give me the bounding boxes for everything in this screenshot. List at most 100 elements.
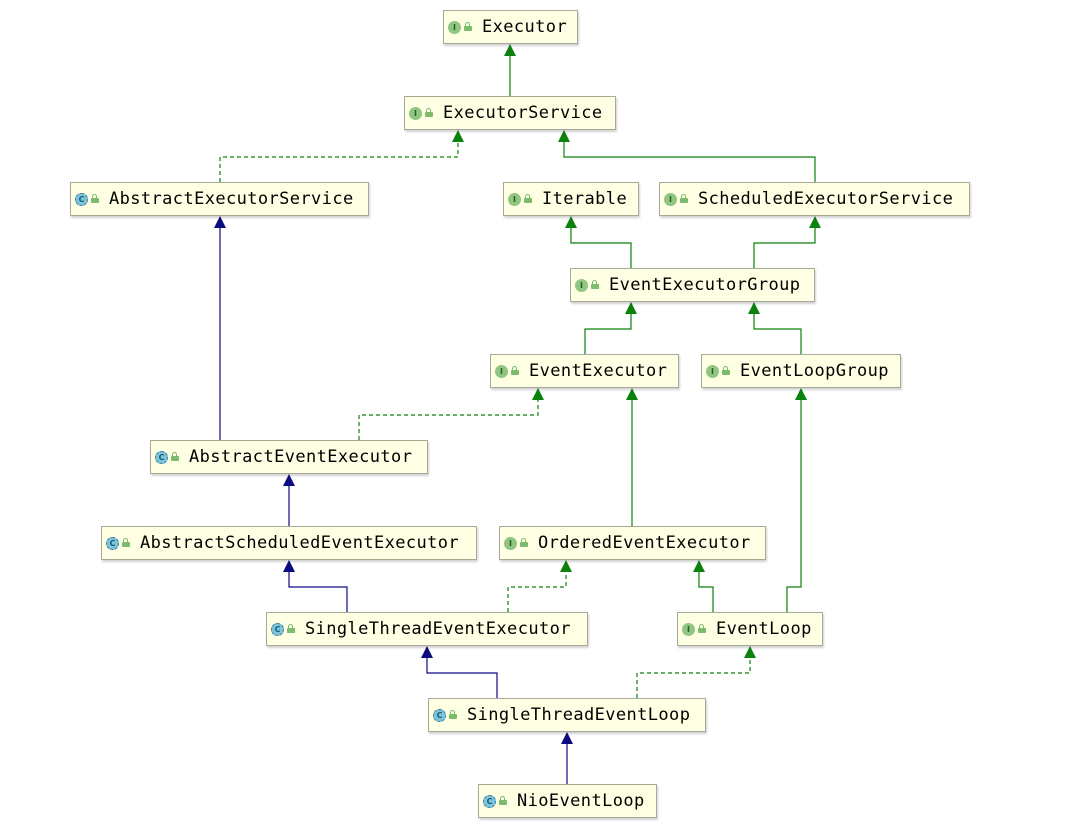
node-label: NioEventLoop — [517, 791, 645, 811]
edge-arrowhead — [626, 388, 638, 400]
public-lock-icon — [722, 365, 730, 375]
edge-abstract-event-executor-to-abstract-executor-service — [214, 216, 226, 440]
node-label: ExecutorService — [443, 103, 603, 123]
edge-single-thread-event-loop-to-single-thread-event-executor — [421, 646, 498, 698]
abstract-class-icon: C — [433, 708, 446, 722]
edge-event-executor-group-to-iterable — [565, 216, 632, 268]
public-lock-icon — [511, 365, 519, 375]
node-label: ScheduledExecutorService — [698, 189, 954, 209]
edge-arrowhead — [693, 560, 705, 572]
edge-arrowhead — [744, 646, 756, 658]
node-event-executor-group[interactable]: I EventExecutorGroup — [570, 268, 815, 302]
public-lock-icon — [464, 21, 472, 31]
interface-icon: I — [504, 536, 517, 550]
node-label: Iterable — [542, 189, 628, 209]
node-label: SingleThreadEventLoop — [467, 705, 691, 725]
edge-ordered-event-executor-to-event-executor — [626, 388, 638, 526]
edge-arrowhead — [561, 732, 573, 744]
node-iterable[interactable]: I Iterable — [503, 182, 639, 216]
edge-arrowhead — [283, 560, 295, 572]
edge-executor-service-to-executor — [504, 44, 516, 96]
edge-abstract-executor-service-to-executor-service — [219, 130, 464, 182]
edge-event-loop-group-to-event-executor-group — [748, 302, 802, 354]
edge-single-thread-event-executor-to-abstract-scheduled-event-executor — [283, 560, 348, 612]
edge-line — [426, 657, 498, 698]
node-label: EventLoop — [716, 619, 812, 639]
public-lock-icon — [499, 795, 507, 805]
edge-line — [563, 141, 816, 182]
public-lock-icon — [524, 193, 532, 203]
edge-line — [753, 313, 802, 354]
node-single-thread-event-executor[interactable]: C SingleThreadEventExecutor — [266, 612, 588, 646]
edge-line — [584, 313, 632, 354]
edge-event-executor-to-event-executor-group — [584, 302, 637, 354]
edge-arrowhead — [283, 474, 295, 486]
node-label: EventLoopGroup — [740, 361, 889, 381]
interface-icon: I — [409, 106, 422, 120]
public-lock-icon — [122, 537, 130, 547]
class-icon: C — [483, 794, 496, 808]
abstract-class-icon: C — [75, 192, 88, 206]
edge-arrowhead — [504, 44, 516, 56]
node-label: EventExecutor — [529, 361, 668, 381]
node-executor-service[interactable]: I ExecutorService — [404, 96, 616, 130]
edge-line — [698, 571, 714, 612]
node-abstract-event-executor[interactable]: C AbstractEventExecutor — [150, 440, 428, 474]
edge-line — [753, 227, 816, 268]
node-event-loop-group[interactable]: I EventLoopGroup — [701, 354, 901, 388]
node-ordered-event-executor[interactable]: I OrderedEventExecutor — [499, 526, 766, 560]
edge-line — [507, 571, 567, 612]
edge-line — [570, 227, 632, 268]
edge-arrowhead — [558, 130, 570, 142]
node-label: AbstractScheduledEventExecutor — [140, 533, 460, 553]
edge-arrowhead — [214, 216, 226, 228]
node-label: AbstractExecutorService — [109, 189, 354, 209]
public-lock-icon — [680, 193, 688, 203]
edge-arrowhead — [748, 302, 760, 314]
node-scheduled-executor-service[interactable]: I ScheduledExecutorService — [659, 182, 970, 216]
node-nio-event-loop[interactable]: C NioEventLoop — [478, 784, 657, 818]
edge-arrowhead — [809, 216, 821, 228]
edge-line — [219, 141, 459, 182]
node-event-loop[interactable]: I EventLoop — [677, 612, 823, 646]
node-single-thread-event-loop[interactable]: C SingleThreadEventLoop — [428, 698, 706, 732]
edge-line — [786, 399, 802, 612]
edge-arrowhead — [565, 216, 577, 228]
edge-abstract-event-executor-to-event-executor — [358, 388, 544, 440]
edge-single-thread-event-executor-to-ordered-event-executor — [507, 560, 572, 612]
public-lock-icon — [520, 537, 528, 547]
edge-single-thread-event-loop-to-event-loop — [636, 646, 756, 698]
public-lock-icon — [91, 193, 99, 203]
interface-icon: I — [664, 192, 677, 206]
node-label: OrderedEventExecutor — [538, 533, 751, 553]
interface-icon: I — [508, 192, 521, 206]
edge-line — [288, 571, 348, 612]
node-executor[interactable]: I Executor — [443, 10, 578, 44]
interface-icon: I — [682, 622, 695, 636]
node-event-executor[interactable]: I EventExecutor — [490, 354, 679, 388]
edge-line — [358, 399, 539, 440]
edge-scheduled-executor-service-to-executor-service — [558, 130, 816, 182]
edge-arrowhead — [532, 388, 544, 400]
edge-arrowhead — [452, 130, 464, 142]
abstract-class-icon: C — [106, 536, 119, 550]
edge-arrowhead — [560, 560, 572, 572]
edge-arrowhead — [625, 302, 637, 314]
node-label: Executor — [482, 17, 568, 37]
edge-arrowhead — [421, 646, 433, 658]
edge-nio-event-loop-to-single-thread-event-loop — [561, 732, 573, 784]
interface-icon: I — [706, 364, 719, 378]
public-lock-icon — [591, 279, 599, 289]
public-lock-icon — [425, 107, 433, 117]
node-abstract-scheduled-event-executor[interactable]: C AbstractScheduledEventExecutor — [101, 526, 477, 560]
edge-arrowhead — [795, 388, 807, 400]
node-abstract-executor-service[interactable]: C AbstractExecutorService — [70, 182, 369, 216]
edge-line — [636, 657, 751, 698]
node-label: EventExecutorGroup — [609, 275, 801, 295]
edge-abstract-scheduled-event-executor-to-abstract-event-executor — [283, 474, 295, 526]
node-label: AbstractEventExecutor — [189, 447, 413, 467]
edge-event-executor-group-to-scheduled-executor-service — [753, 216, 821, 268]
public-lock-icon — [449, 709, 457, 719]
